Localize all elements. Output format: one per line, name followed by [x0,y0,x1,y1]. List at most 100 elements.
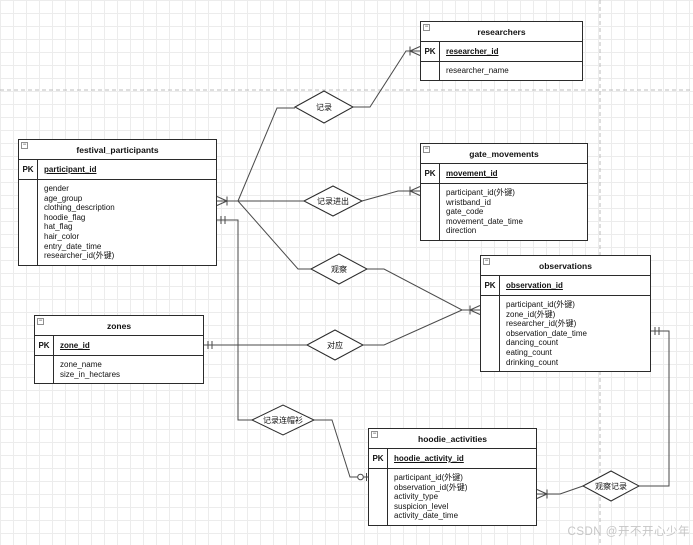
crow-foot-marker-gate-movements [409,186,421,196]
entity-table-hoodie-activities: − hoodie_activities PK hoodie_activity_i… [368,428,537,526]
edge-duiying-to-observations [363,309,463,346]
field-name: zone_name [60,360,102,369]
relationship-diamond-jilujinchu [302,185,364,217]
relationship-label: 记录 [316,103,332,112]
table-title: hoodie_activities [418,433,487,444]
edge-festival-to-guancha [237,200,311,270]
table-title: researchers [477,26,526,37]
field-name: participant_id(外键) [446,188,515,197]
table-title: observations [539,260,592,271]
entity-table-observations: − observations PK observation_id partici… [480,255,651,373]
collapse-icon: − [423,24,430,31]
table-header: − zones [35,316,203,336]
table-header: − observations [481,256,650,276]
collapse-icon: − [483,258,490,265]
field-name: researcher_name [446,66,509,75]
table-header: − gate_movements [421,144,587,164]
edge-festival-to-jilu [237,107,295,202]
one-marker-zones [207,341,213,349]
field-gutter [19,180,38,265]
collapse-icon: − [21,142,28,149]
table-header: − festival_participants [19,140,216,160]
entity-table-researchers: − researchers PK researcher_id researche… [420,21,583,81]
field-name: gate_code [446,207,484,217]
relationship-diamond-guanchajilu [581,470,641,502]
crow-foot-marker-festival [216,196,228,206]
field-name: activity_date_time [394,511,459,521]
primary-key-field: hoodie_activity_id [394,454,464,463]
field-name: researcher_id(外键) [506,319,577,329]
primary-key-field: participant_id [44,165,97,174]
crow-foot-marker-researchers [409,46,421,56]
pk-label: PK [35,336,54,355]
table-title: zones [106,320,132,331]
field-gutter [421,184,440,240]
field-name: researcher_id(外键) [44,251,115,261]
field-list: researcher_name [440,62,582,80]
table-header: − hoodie_activities [369,429,536,449]
one-marker-festival-bottom [220,216,226,224]
field-name: observation_id(外键) [394,482,468,492]
field-name: hoodie_flag [44,212,86,222]
relationship-label: 对应 [327,340,343,350]
field-name: direction [446,226,477,236]
field-name: suspicion_level [394,501,449,511]
primary-key-field: zone_id [60,341,90,350]
edge-jilu-to-researchers [353,50,420,108]
field-name: activity_type [394,492,439,502]
collapse-icon: − [37,318,44,325]
field-name: zone_id(外键) [506,309,556,319]
pk-label: PK [421,42,440,61]
field-name: participant_id(外键) [394,473,463,482]
pk-label: PK [481,276,500,295]
field-name: clothing_description [44,203,115,213]
collapse-icon: − [423,146,430,153]
collapse-icon: − [371,431,378,438]
pk-label: PK [421,164,440,183]
entity-table-festival-participants: − festival_participants PK participant_i… [18,139,217,266]
field-name: hat_flag [44,222,73,232]
edge-jilulianmaoshan-to-hoodie [314,419,368,478]
primary-key-field: observation_id [506,281,563,290]
edge-observations-to-guanchajilu [639,330,670,487]
field-gutter [421,62,440,80]
csdn-watermark: CSDN @开不开心少年 [567,526,690,538]
field-name: observation_date_time [506,328,587,338]
relationship-label: 观察 [331,264,347,274]
edge-guancha-to-observations [367,268,480,311]
relationship-label: 记录进出 [317,196,349,206]
field-name: hair_color [44,231,80,241]
crow-foot-marker-observations [469,305,481,315]
edge-jilujinchu-to-gate-movements [361,190,420,202]
field-name: gender [44,184,69,193]
field-name: age_group [44,193,83,203]
relationship-label: 记录连帽衫 [263,415,303,425]
field-gutter [35,356,54,384]
relationship-diamond-duiying [305,329,365,361]
field-name: drinking_count [506,357,559,367]
field-name: dancing_count [506,338,559,348]
edge-festival-to-jilulianmaoshan [217,219,252,421]
zero-marker-hoodie-left [357,473,364,481]
field-list: participant_id(外键)observation_id(外键)acti… [388,469,536,525]
field-gutter [481,296,500,372]
primary-key-field: movement_id [446,169,498,178]
relationship-diamond-guancha [309,253,369,285]
crow-foot-marker-hoodie-right [536,489,548,499]
field-list: participant_id(外键)zone_id(外键)researcher_… [500,296,650,371]
entity-table-gate-movements: − gate_movements PK movement_id particip… [420,143,588,241]
field-name: movement_date_time [446,216,523,226]
pk-label: PK [19,160,38,179]
primary-key-field: researcher_id [446,47,499,56]
field-name: eating_count [506,347,552,357]
table-title: festival_participants [76,144,159,155]
field-name: wristband_id [446,197,491,207]
table-title: gate_movements [469,148,539,159]
field-name: size_in_hectares [60,369,121,379]
